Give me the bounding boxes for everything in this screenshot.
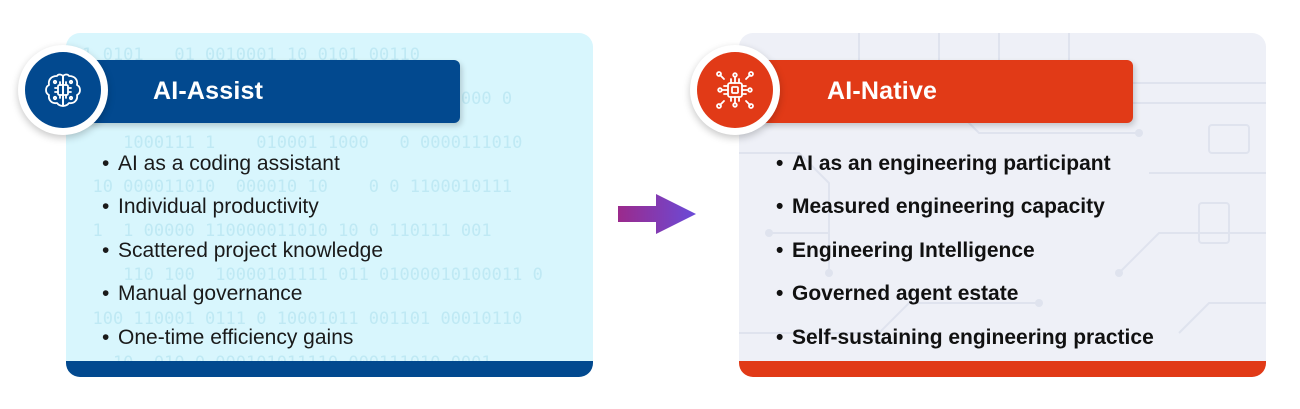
list-item: •Self-sustaining engineering practice	[776, 325, 1154, 349]
list-item: •Individual productivity	[102, 195, 319, 219]
ai-assist-title: AI-Assist	[153, 77, 264, 105]
ai-native-header: AI-Native	[760, 60, 1133, 123]
brain-circuit-icon	[45, 73, 81, 107]
ai-assist-header: AI-Assist	[86, 60, 460, 123]
list-item: •Scattered project knowledge	[102, 238, 383, 262]
panel-bottom-bar	[739, 361, 1266, 377]
ai-assist-list: •AI as a coding assistant •Individual pr…	[102, 142, 383, 360]
ai-assist-badge	[18, 45, 108, 135]
ai-native-badge	[690, 45, 780, 135]
list-item: •Engineering Intelligence	[776, 238, 1035, 262]
arrow-right-icon	[618, 194, 696, 234]
list-item: •Governed agent estate	[776, 282, 1019, 306]
list-item: •Manual governance	[102, 282, 303, 306]
panel-bottom-bar	[66, 361, 593, 377]
chip-network-icon	[716, 71, 754, 109]
ai-native-list: •AI as an engineering participant •Measu…	[776, 142, 1154, 360]
list-item: •One-time efficiency gains	[102, 325, 354, 349]
list-item: •AI as an engineering participant	[776, 151, 1111, 175]
list-item: •AI as a coding assistant	[102, 151, 340, 175]
list-item: •Measured engineering capacity	[776, 195, 1105, 219]
ai-native-title: AI-Native	[827, 77, 938, 105]
